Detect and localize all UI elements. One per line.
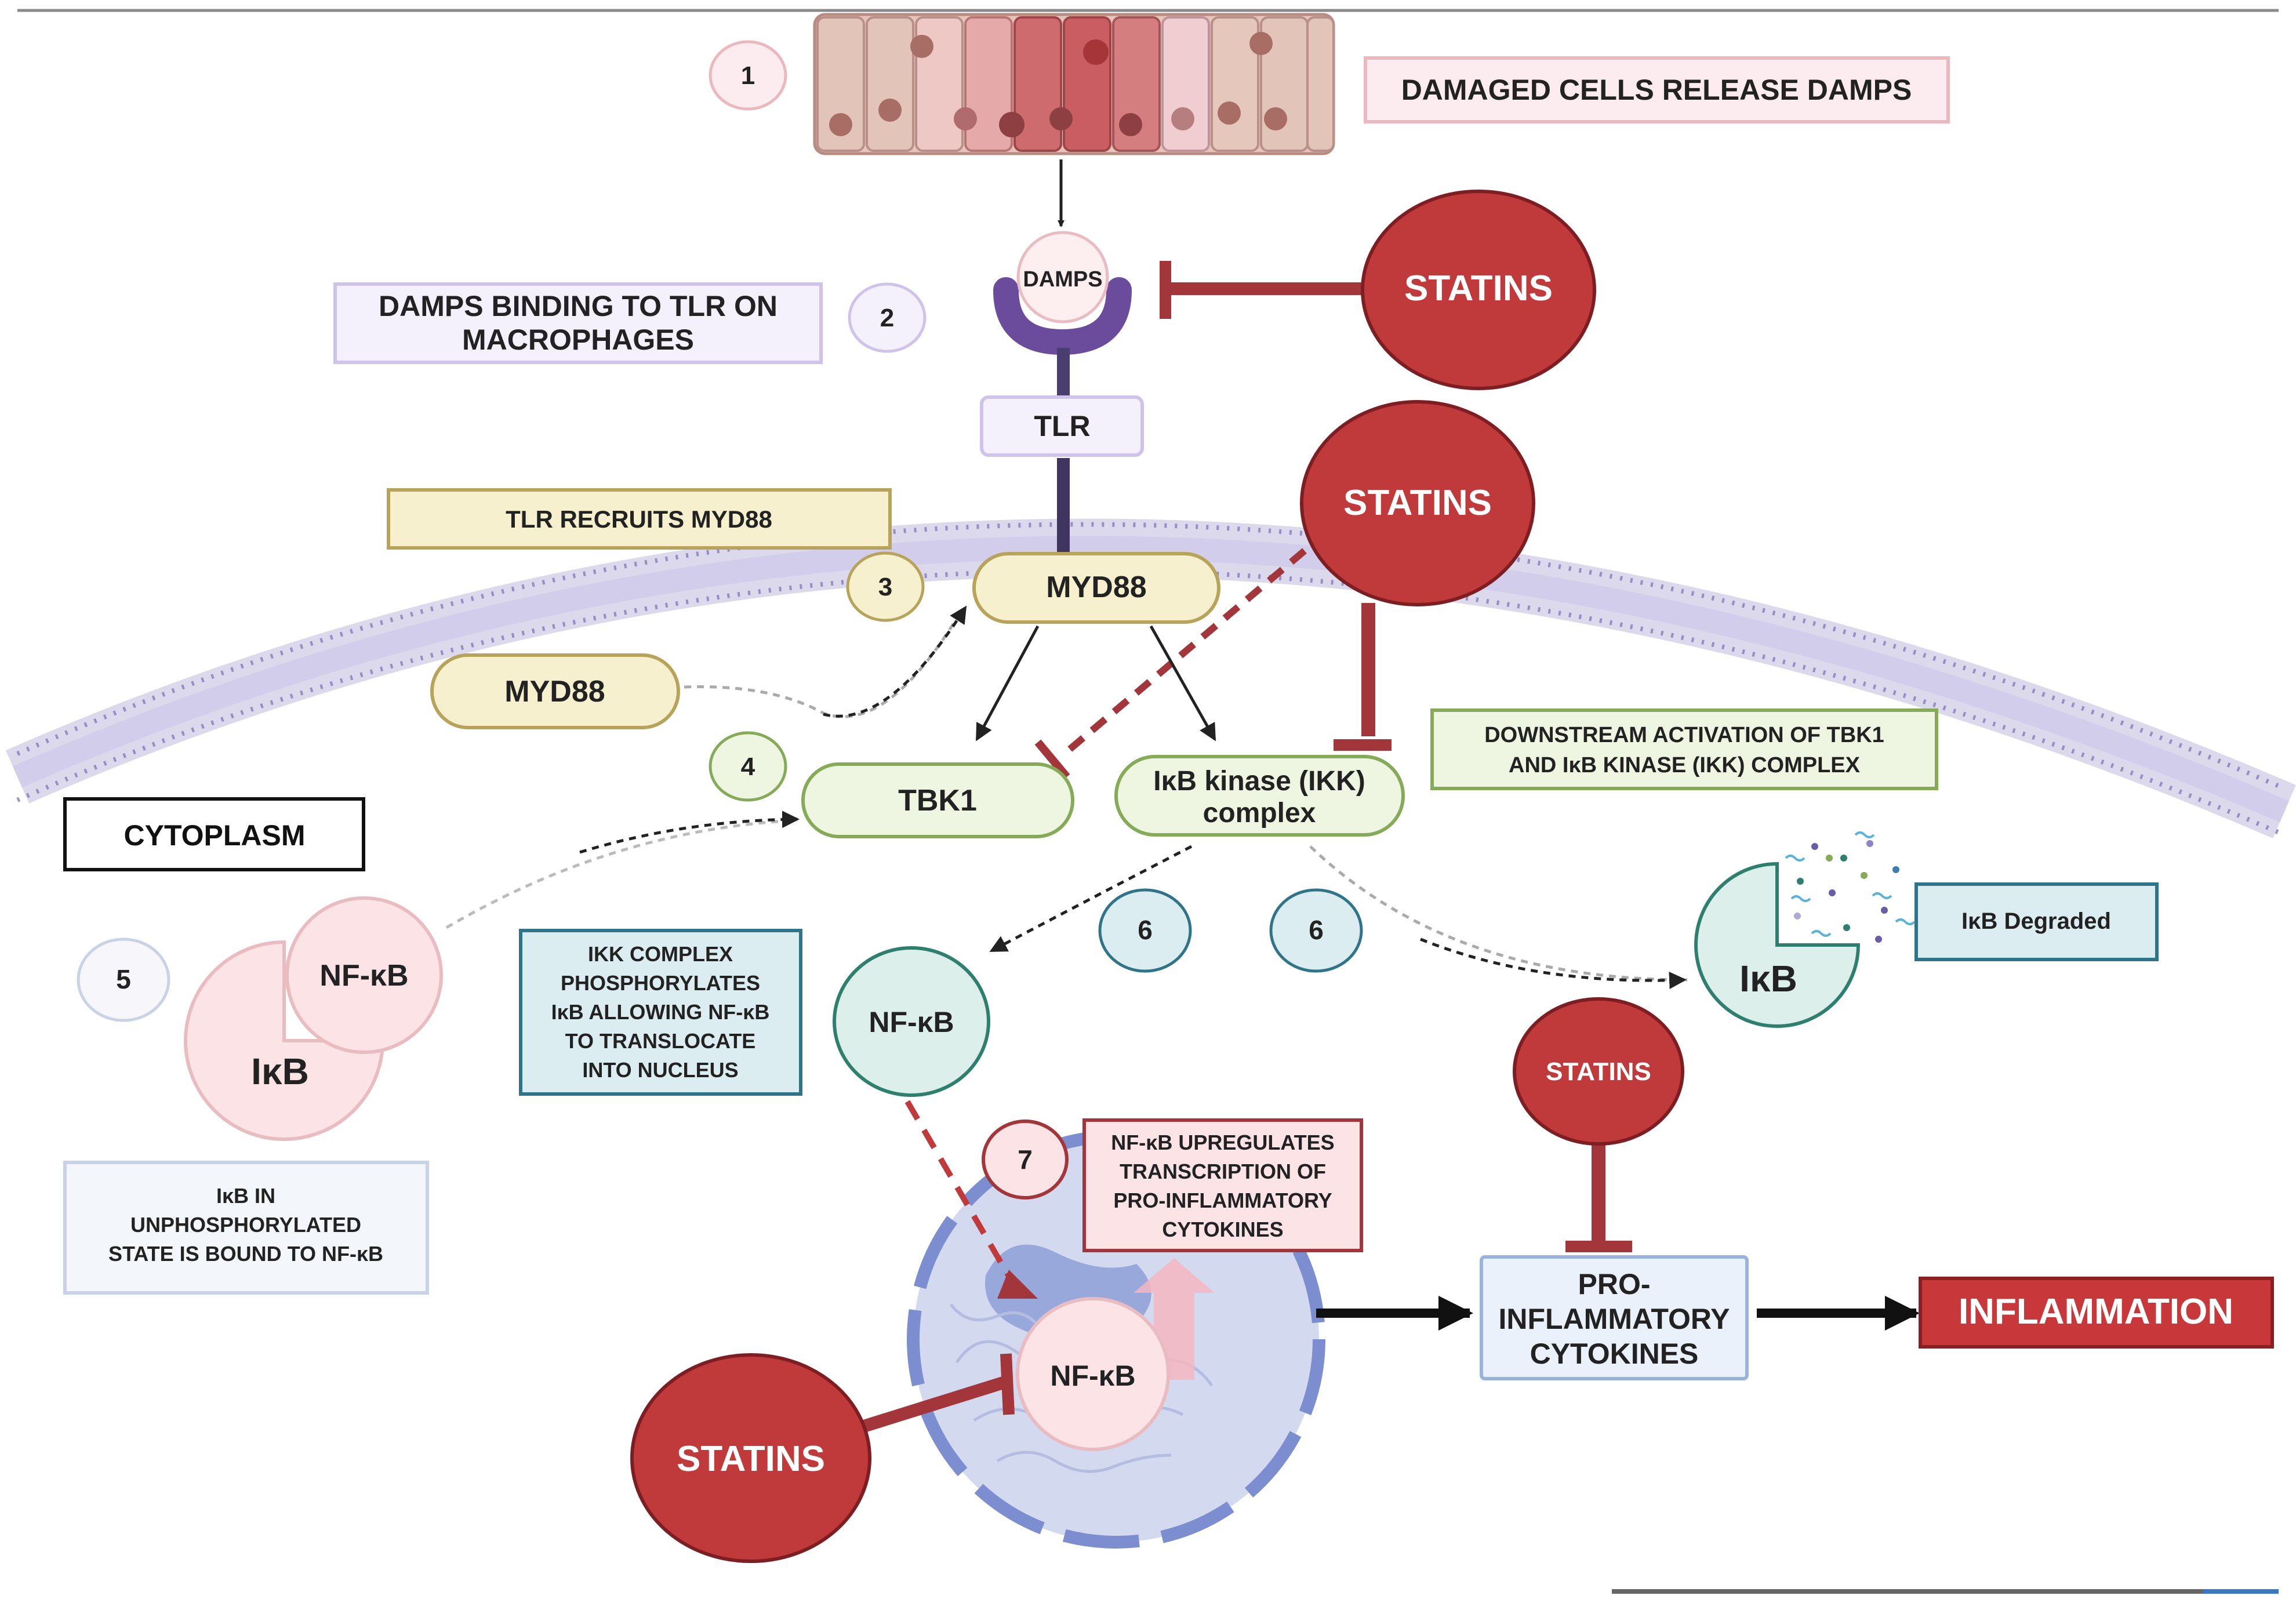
damaged-cells-label: DAMAGED CELLS RELEASE DAMPS xyxy=(1364,56,1950,123)
svg-text:TLR RECRUITS MYD88: TLR RECRUITS MYD88 xyxy=(506,506,772,533)
step-3-marker: 3 xyxy=(846,551,925,622)
step-7-marker: 7 xyxy=(982,1120,1069,1200)
cell-membrane xyxy=(5,518,2296,838)
svg-text:5: 5 xyxy=(116,964,131,994)
tlr-recruits-label: TLR RECRUITS MYD88 xyxy=(387,488,892,550)
svg-text:IκB Degraded: IκB Degraded xyxy=(1961,908,2111,934)
statins-top: STATINS xyxy=(1160,190,1596,390)
downstream-activation-label: DOWNSTREAM ACTIVATION OF TBK1 AND IκB KI… xyxy=(1430,708,1938,790)
svg-text:DAMPS BINDING TO TLR ON: DAMPS BINDING TO TLR ON xyxy=(379,290,778,322)
step-4-marker: 4 xyxy=(709,731,787,802)
svg-text:PRO-: PRO- xyxy=(1578,1268,1651,1300)
svg-text:TBK1: TBK1 xyxy=(898,784,977,817)
ikk-complex-node: IκB kinase (IKK) complex xyxy=(1114,755,1405,837)
cytoplasm-label: CYTOPLASM xyxy=(63,797,365,871)
svg-text:6: 6 xyxy=(1309,915,1324,945)
svg-text:3: 3 xyxy=(878,573,892,601)
svg-text:6: 6 xyxy=(1138,915,1153,945)
dashed-arrow-bound-to-tbk1 xyxy=(579,811,800,854)
svg-text:MYD88: MYD88 xyxy=(1046,570,1146,604)
svg-text:INTO NUCLEUS: INTO NUCLEUS xyxy=(582,1058,738,1082)
svg-text:INFLAMMATORY: INFLAMMATORY xyxy=(1498,1303,1730,1335)
svg-text:IκB kinase (IKK): IκB kinase (IKK) xyxy=(1153,766,1365,797)
svg-text:TLR: TLR xyxy=(1034,410,1090,442)
svg-text:2: 2 xyxy=(880,304,894,332)
damaged-cells-illustration xyxy=(813,13,1335,155)
step-1-marker: 1 xyxy=(709,40,787,111)
ikb-nfkb-bound-complex: NF-κB IκB xyxy=(184,896,443,1141)
step-6b-marker: 6 xyxy=(1269,888,1363,973)
ikb-unphosphorylated-label: IκB IN UNPHOSPHORYLATED STATE IS BOUND T… xyxy=(63,1161,429,1295)
nfkb-nucleus-node: NF-κB xyxy=(1016,1297,1170,1451)
nfkb-upregulates-label: NF-κB UPREGULATES TRANSCRIPTION OF PRO-I… xyxy=(1082,1118,1363,1252)
svg-text:NF-κB UPREGULATES: NF-κB UPREGULATES xyxy=(1111,1131,1334,1154)
nfkb-free-node: NF-κB xyxy=(833,946,990,1097)
svg-text:AND IκB KINASE (IKK) COMPLEX: AND IκB KINASE (IKK) COMPLEX xyxy=(1509,753,1861,777)
svg-text:DAMPS: DAMPS xyxy=(1023,267,1102,292)
svg-text:DOWNSTREAM ACTIVATION OF TBK1: DOWNSTREAM ACTIVATION OF TBK1 xyxy=(1484,723,1884,747)
statins-membrane: STATINS xyxy=(1034,400,1535,780)
svg-text:STATE IS BOUND TO NF-κB: STATE IS BOUND TO NF-κB xyxy=(108,1242,383,1266)
nfkb-translocation-arrowhead xyxy=(997,1270,1038,1299)
arrow-myd88-to-ikk xyxy=(1149,625,1216,742)
svg-text:IκB ALLOWING NF-κB: IκB ALLOWING NF-κB xyxy=(551,1000,770,1024)
svg-text:PRO-INFLAMMATORY: PRO-INFLAMMATORY xyxy=(1113,1189,1332,1212)
dashed-arrow-ikk-to-nfkb xyxy=(989,845,1193,953)
svg-text:UNPHOSPHORYLATED: UNPHOSPHORYLATED xyxy=(130,1213,361,1237)
pro-inflammatory-cytokines-label: PRO- INFLAMMATORY CYTOKINES xyxy=(1480,1255,1749,1380)
svg-text:TO TRANSLOCATE: TO TRANSLOCATE xyxy=(565,1029,756,1053)
svg-text:IκB: IκB xyxy=(1739,958,1797,1000)
tlr-receptor xyxy=(993,277,1132,557)
svg-text:STATINS: STATINS xyxy=(1404,268,1553,308)
svg-text:DAMAGED CELLS RELEASE DAMPS: DAMAGED CELLS RELEASE DAMPS xyxy=(1401,74,1912,106)
myd88-membrane-node: MYD88 xyxy=(972,552,1220,624)
svg-text:CYTOKINES: CYTOKINES xyxy=(1530,1338,1699,1370)
ikb-degraded-label: IκB Degraded xyxy=(1914,882,2159,961)
dashed-arrow-bound-to-tbk1-tail xyxy=(445,819,798,929)
svg-text:MYD88: MYD88 xyxy=(504,675,605,708)
inflammation-label: INFLAMMATION xyxy=(1919,1277,2274,1349)
myd88-cytoplasm-node: MYD88 xyxy=(430,653,680,729)
svg-text:7: 7 xyxy=(1018,1144,1033,1175)
statins-nucleus: STATINS xyxy=(630,1353,1015,1563)
svg-text:NF-κB: NF-κB xyxy=(1050,1360,1135,1392)
dashed-arrow-ikk-to-ikb-tail xyxy=(1309,845,1688,982)
step-6a-marker: 6 xyxy=(1098,888,1192,973)
statins-cytokines: STATINS xyxy=(1513,997,1684,1252)
dashed-arrow-myd88-head xyxy=(823,605,967,718)
svg-text:complex: complex xyxy=(1203,798,1316,828)
svg-text:IκB IN: IκB IN xyxy=(216,1184,275,1208)
nfkb-translocation-line xyxy=(904,1100,1015,1283)
ikb-degraded-protein: IκB xyxy=(1694,831,1916,1028)
dashed-arrow-myd88-recruit xyxy=(684,608,964,718)
ikk-phosphorylates-label: IKK COMPLEX PHOSPHORYLATES IκB ALLOWING … xyxy=(519,929,802,1096)
svg-text:CYTOKINES: CYTOKINES xyxy=(1162,1218,1283,1241)
svg-text:CYTOPLASM: CYTOPLASM xyxy=(124,819,306,852)
svg-text:INFLAMMATION: INFLAMMATION xyxy=(1959,1292,2233,1332)
svg-text:PHOSPHORYLATES: PHOSPHORYLATES xyxy=(561,971,760,995)
svg-text:NF-κB: NF-κB xyxy=(319,959,408,993)
damps-binding-label: DAMPS BINDING TO TLR ON MACROPHAGES xyxy=(333,282,823,364)
svg-text:STATINS: STATINS xyxy=(1343,483,1492,523)
svg-text:4: 4 xyxy=(741,753,755,781)
svg-text:MACROPHAGES: MACROPHAGES xyxy=(462,324,694,356)
svg-text:STATINS: STATINS xyxy=(677,1439,825,1479)
tlr-label: TLR xyxy=(980,395,1144,457)
svg-text:TRANSCRIPTION OF: TRANSCRIPTION OF xyxy=(1120,1160,1326,1183)
step-5-marker: 5 xyxy=(77,937,170,1022)
svg-text:IKK COMPLEX: IKK COMPLEX xyxy=(588,942,733,966)
svg-text:1: 1 xyxy=(741,61,755,90)
dashed-arrow-ikk-to-ikb xyxy=(1420,937,1687,990)
arrow-myd88-to-tbk1 xyxy=(975,625,1040,742)
damps-molecule: DAMPS xyxy=(1016,231,1109,324)
svg-text:STATINS: STATINS xyxy=(1546,1057,1651,1086)
svg-text:IκB: IκB xyxy=(251,1051,309,1092)
svg-text:NF-κB: NF-κB xyxy=(869,1006,954,1038)
tbk1-node: TBK1 xyxy=(801,762,1074,838)
step-2-marker: 2 xyxy=(848,282,927,353)
